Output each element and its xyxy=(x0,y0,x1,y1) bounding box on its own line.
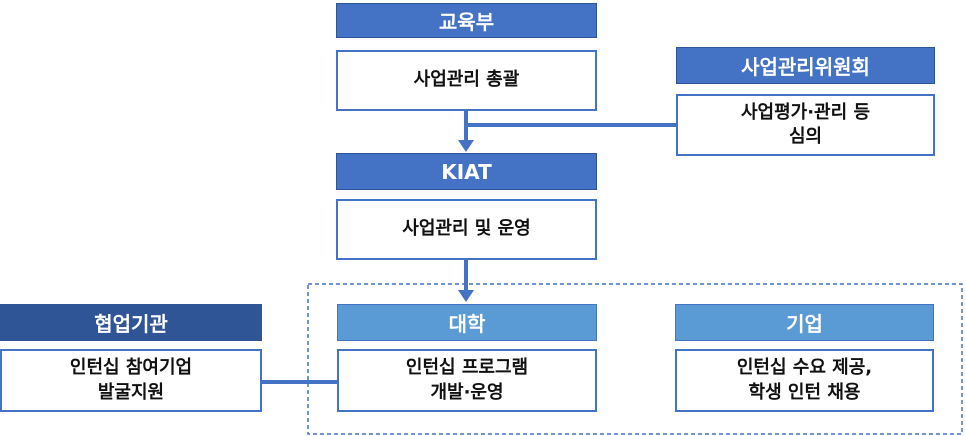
group-dashed-border xyxy=(307,283,963,435)
partner-title: 협업기관 xyxy=(94,312,168,336)
kiat-role-box: 사업관리 및 운영 xyxy=(336,199,597,260)
moe-title: 교육부 xyxy=(438,10,495,34)
company-role-line2: 학생 인턴 채용 xyxy=(748,381,861,403)
moe-header: 교육부 xyxy=(336,3,597,38)
committee-header: 사업관리위원회 xyxy=(676,47,935,84)
kiat-header: KIAT xyxy=(336,153,597,190)
university-header: 대학 xyxy=(337,304,597,341)
committee-role-line1: 사업평가·관리 등 xyxy=(740,101,871,123)
university-role-line2: 개발·운영 xyxy=(430,381,504,403)
committee-role-line2: 심의 xyxy=(788,126,823,147)
company-role-box: 인턴십 수요 제공,학생 인턴 채용 xyxy=(675,349,934,412)
moe-role: 사업관리 총괄 xyxy=(413,69,520,91)
university-title: 대학 xyxy=(448,312,486,336)
partner-header: 협업기관 xyxy=(0,304,262,341)
company-title: 기업 xyxy=(786,312,823,336)
university-role-line1: 인턴십 프로그램 xyxy=(405,357,529,379)
moe-role-box: 사업관리 총괄 xyxy=(336,50,597,111)
partner-role-line1: 인턴십 참여기업 xyxy=(69,357,193,379)
arrow-head-icon xyxy=(458,140,474,152)
partner-role-line2: 발굴지원 xyxy=(97,381,165,403)
arrow-head-icon xyxy=(458,290,474,302)
kiat-role: 사업관리 및 운영 xyxy=(402,218,531,240)
company-role-line1: 인턴십 수요 제공, xyxy=(736,357,873,379)
company-header: 기업 xyxy=(675,304,934,341)
committee-title: 사업관리위원회 xyxy=(741,55,870,79)
kiat-title: KIAT xyxy=(441,159,492,184)
